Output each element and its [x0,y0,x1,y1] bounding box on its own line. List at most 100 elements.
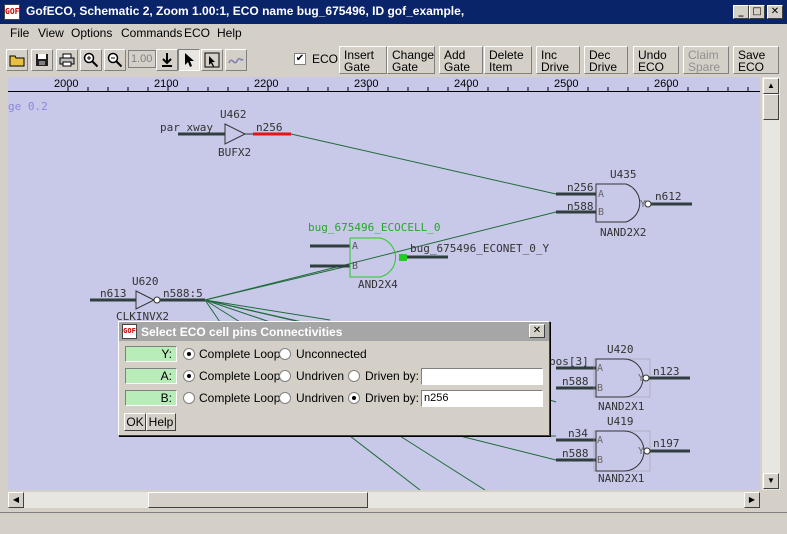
u435-pin-a: A [598,189,604,200]
wire-n588-eco[interactable] [204,265,349,301]
a-complete-loop-label[interactable]: Complete Loop [199,369,281,383]
a-driven-by-input[interactable] [421,368,543,385]
menu-options[interactable]: Options [71,26,113,40]
eco-checkbox-label: ECO [312,52,339,66]
wire-n588-u420[interactable] [549,399,557,403]
print-icon[interactable] [56,49,78,71]
u462-cell-type: BUFX2 [218,146,251,159]
u435-pin-y: Y [640,199,646,210]
menu-view[interactable]: View [38,26,64,40]
u420-instance-label: U420 [607,343,634,356]
y-unconnected-radio[interactable] [279,348,291,360]
u420-nand-gate[interactable] [595,358,644,398]
y-complete-loop-radio[interactable] [183,348,195,360]
b-undriven-label[interactable]: Undriven [296,391,345,405]
box-select-icon[interactable] [201,49,223,71]
eco-and-gate[interactable] [349,237,396,278]
help-button[interactable]: Help [146,413,176,431]
menu-file[interactable]: File [10,26,30,40]
menu-commands[interactable]: Commands [121,26,183,40]
u620-instance-label: U620 [132,275,159,288]
claim-spare-button[interactable]: Claim Spare [683,46,729,74]
a-complete-loop-radio[interactable] [183,370,195,382]
inc-drive-button[interactable]: Inc Drive [536,46,580,74]
u435-cell-type: NAND2X2 [600,226,646,239]
u435-nand-gate[interactable] [595,183,641,223]
ok-button[interactable]: OK [124,413,146,431]
wire-fanout[interactable] [204,299,241,323]
vertical-scrollbar[interactable]: ▲ ▼ [762,77,780,490]
dialog-title: Select ECO cell pins Connectivities [141,325,343,339]
ruler-tick-label: 2600 [654,78,679,90]
b-complete-loop-radio[interactable] [183,392,195,404]
ruler-tick-label: 2200 [254,78,279,90]
y-unconnected-label[interactable]: Unconnected [296,347,367,361]
n197-net-label: n197 [653,437,680,450]
u620-inverter-gate[interactable] [135,290,156,310]
a-undriven-radio[interactable] [279,370,291,382]
horizontal-scroll-thumb[interactable] [148,492,368,508]
undo-eco-button[interactable]: Undo ECO [633,46,679,74]
dialog-close-button[interactable]: ✕ [529,324,545,338]
zoom-out-icon[interactable] [104,49,126,71]
menu-help[interactable]: Help [217,26,242,40]
scroll-up-button[interactable]: ▲ [763,78,779,94]
pointer-select-icon[interactable] [178,49,200,71]
add-gate-button[interactable]: Add Gate [439,46,483,74]
scroll-left-button[interactable]: ◀ [8,492,24,508]
eco-checkbox[interactable]: ✔ [294,53,306,65]
zoom-in-icon[interactable] [80,49,102,71]
wire-fanout[interactable] [349,435,421,490]
u419-pin-b: B [597,455,603,466]
b-driven-by-label[interactable]: Driven by: [365,391,420,405]
b-driven-by-input[interactable]: n256 [421,390,543,407]
minimize-button[interactable]: _ [733,5,749,19]
n34-net-label: n34 [568,427,588,440]
wire-n588-u435[interactable] [204,211,557,301]
wire-fanout[interactable] [204,299,301,323]
dialog-title-bar[interactable]: GOF Select ECO cell pins Connectivities … [119,322,549,341]
dec-drive-button[interactable]: Dec Drive [584,46,628,74]
b-driven-by-radio[interactable] [348,392,360,404]
vertical-scroll-thumb[interactable] [763,94,779,120]
insert-gate-button[interactable]: Insert Gate [339,46,387,74]
eco-net-label: bug_675496_ECONET_0_Y [410,242,549,255]
u419-nand-gate[interactable] [595,430,645,472]
status-bar [0,512,787,534]
toolbar: 1.00 ✔ ECO Insert Gate Change Gate Add G… [0,44,787,74]
a-undriven-label[interactable]: Undriven [296,369,345,383]
wire-fanout[interactable] [399,435,486,490]
page-label: ge 0.2 [8,100,48,113]
b-complete-loop-label[interactable]: Complete Loop [199,391,281,405]
app-logo-icon[interactable]: GOF [4,4,20,20]
change-gate-button[interactable]: Change Gate [387,46,435,74]
horizontal-ruler: 2000 2100 2200 2300 2400 2500 2600 [8,77,760,92]
scroll-right-button[interactable]: ▶ [744,492,760,508]
delete-item-button[interactable]: Delete Item [484,46,532,74]
u620-bubble [153,296,161,304]
wire-fanout[interactable] [204,299,271,323]
y-complete-loop-label[interactable]: Complete Loop [199,347,281,361]
u419-pin-a: A [597,435,603,446]
b-undriven-radio[interactable] [279,392,291,404]
wire-trace-icon[interactable] [225,49,247,71]
open-folder-icon[interactable] [6,49,28,71]
a-driven-by-radio[interactable] [348,370,360,382]
u462-bufx2-gate[interactable] [224,123,247,145]
save-disk-icon[interactable] [31,49,53,71]
wire-n588-u419[interactable] [459,435,557,461]
download-arrow-icon[interactable] [156,49,178,71]
horizontal-scrollbar[interactable]: ◀ ▶ [8,492,760,508]
wire-fanout[interactable] [204,299,331,321]
wire-fanout[interactable] [204,299,221,323]
menu-eco[interactable]: ECO [184,26,211,40]
u419-pin-y: Y [638,446,644,457]
zoom-value-field[interactable]: 1.00 [128,50,156,68]
scroll-down-button[interactable]: ▼ [763,473,779,489]
a-driven-by-label[interactable]: Driven by: [365,369,420,383]
close-button[interactable]: ✕ [767,5,783,19]
wire-n256[interactable] [290,133,557,195]
maximize-button[interactable]: □ [749,5,765,19]
save-eco-button[interactable]: Save ECO [733,46,779,74]
eco-output-marker [399,254,407,261]
